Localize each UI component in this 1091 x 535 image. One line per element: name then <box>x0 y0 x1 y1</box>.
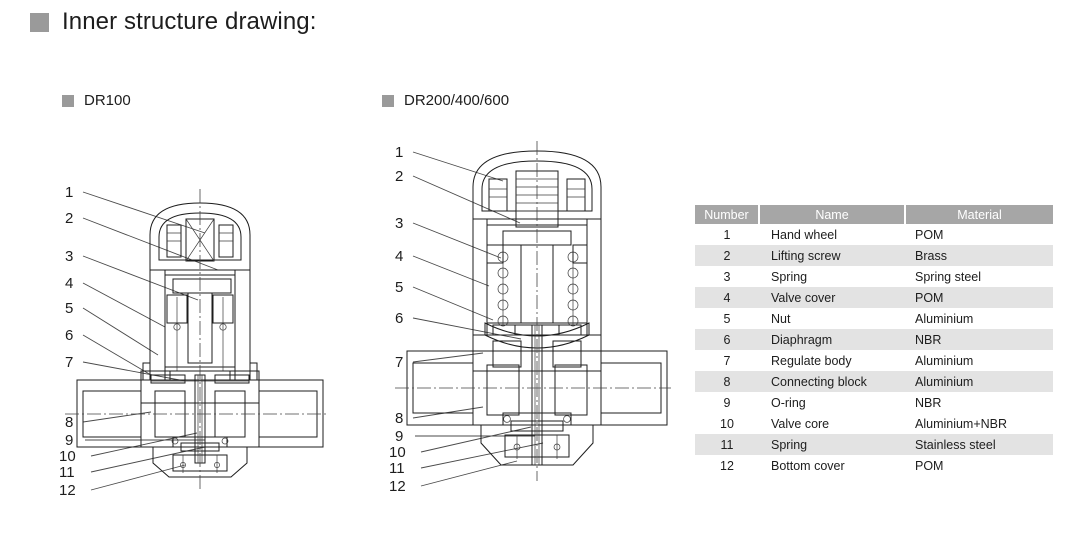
dr200-callout-leaders <box>412 151 544 487</box>
svg-text:9: 9 <box>395 428 403 445</box>
cell-number: 12 <box>720 458 734 473</box>
cell-name: O-ring <box>771 395 806 410</box>
column-header-name: Name <box>759 205 906 224</box>
cell-number: 5 <box>723 311 731 326</box>
table-row: 12 Bottom cover POM <box>695 455 1053 476</box>
parts-table-header: Number Name Material <box>695 205 1053 224</box>
section-title-dr100-text: DR100 <box>84 92 131 109</box>
cell-number: 4 <box>695 287 759 308</box>
cell-material: Brass <box>905 245 1053 266</box>
table-row: 3 Spring Spring steel <box>695 266 1053 287</box>
cell-material: NBR <box>905 329 1053 350</box>
dr100-body-geometry <box>65 189 327 491</box>
svg-text:10: 10 <box>59 448 76 465</box>
cell-number: 7 <box>723 353 731 368</box>
svg-text:7: 7 <box>65 354 73 371</box>
cell-material: POM <box>905 287 1053 308</box>
cell-name: Valve core <box>771 416 830 431</box>
table-row: 7 Regulate body Aluminium <box>695 350 1053 371</box>
cell-name: Hand wheel <box>771 227 838 242</box>
svg-text:6: 6 <box>395 310 403 327</box>
svg-text:8: 8 <box>65 414 73 431</box>
dr200-callout-numbers: 1 2 3 4 5 6 7 8 9 10 11 12 <box>389 144 406 495</box>
dr200-body-geometry <box>395 141 671 481</box>
svg-text:12: 12 <box>389 478 406 495</box>
section-title-dr200: DR200/400/600 <box>382 93 509 108</box>
column-header-material: Material <box>905 205 1053 224</box>
cell-material: Stainless steel <box>905 434 1053 455</box>
svg-text:8: 8 <box>395 410 403 427</box>
dr100-callout-numbers: 1 2 3 4 5 6 7 8 9 10 11 12 <box>59 184 76 499</box>
cell-name: Connecting block <box>759 371 905 392</box>
cell-number: 1 <box>723 227 731 242</box>
page-title-text: Inner structure drawing: <box>62 8 317 35</box>
svg-text:6: 6 <box>65 327 73 344</box>
svg-text:7: 7 <box>395 354 403 371</box>
cell-material: POM <box>915 227 944 242</box>
svg-text:1: 1 <box>65 184 73 201</box>
cell-material: Aluminium <box>915 353 974 368</box>
cell-material: NBR <box>915 395 942 410</box>
parts-table: Number Name Material 1 Hand wheel POM 2 … <box>695 205 1053 476</box>
svg-text:1: 1 <box>395 144 403 161</box>
svg-text:5: 5 <box>395 279 403 296</box>
svg-text:3: 3 <box>65 248 73 265</box>
table-row: 2 Lifting screw Brass <box>695 245 1053 266</box>
square-bullet-icon <box>62 94 74 107</box>
svg-text:4: 4 <box>65 275 73 292</box>
section-title-dr100: DR100 <box>62 93 131 108</box>
table-row: 8 Connecting block Aluminium <box>695 371 1053 392</box>
table-header-row: Number Name Material <box>695 205 1053 224</box>
svg-text:5: 5 <box>65 300 73 317</box>
svg-text:9: 9 <box>65 432 73 449</box>
table-row: 9 O-ring NBR <box>695 392 1053 413</box>
section-title-dr200-text: DR200/400/600 <box>404 92 510 109</box>
svg-text:11: 11 <box>59 464 75 481</box>
table-row: 6 Diaphragm NBR <box>695 329 1053 350</box>
table-row: 4 Valve cover POM <box>695 287 1053 308</box>
cell-material: POM <box>915 458 944 473</box>
square-bullet-icon <box>382 94 394 107</box>
table-row: 11 Spring Stainless steel <box>695 434 1053 455</box>
svg-text:4: 4 <box>395 248 403 265</box>
svg-text:2: 2 <box>395 168 403 185</box>
column-header-number: Number <box>695 205 760 224</box>
square-bullet-icon <box>30 12 49 32</box>
cell-name: Spring <box>759 434 905 455</box>
cell-material: Spring steel <box>915 269 982 284</box>
technical-drawing-dr200: 1 2 3 4 5 6 7 8 9 10 11 12 <box>385 135 675 510</box>
cell-number: 2 <box>695 245 759 266</box>
svg-text:12: 12 <box>59 482 76 499</box>
cell-number: 6 <box>695 329 759 350</box>
cell-number: 11 <box>695 434 759 455</box>
cell-name: Nut <box>771 311 791 326</box>
cell-material: Aluminium <box>905 371 1053 392</box>
cell-material: Aluminium+NBR <box>915 416 1008 431</box>
cell-number: 10 <box>720 416 734 431</box>
svg-text:10: 10 <box>389 444 406 461</box>
cell-number: 9 <box>723 395 731 410</box>
technical-drawing-dr100: 1 2 3 4 5 6 7 8 9 10 11 12 <box>55 175 335 510</box>
cell-name: Valve cover <box>759 287 905 308</box>
cell-material: Aluminium <box>915 311 974 326</box>
table-row: 10 Valve core Aluminium+NBR <box>695 413 1053 434</box>
cell-name: Diaphragm <box>759 329 905 350</box>
cell-number: 3 <box>723 269 731 284</box>
parts-table-body: 1 Hand wheel POM 2 Lifting screw Brass 3… <box>695 224 1053 476</box>
table-row: 1 Hand wheel POM <box>695 224 1053 245</box>
cell-name: Spring <box>771 269 808 284</box>
cell-name: Bottom cover <box>771 458 845 473</box>
table-row: 5 Nut Aluminium <box>695 308 1053 329</box>
svg-text:11: 11 <box>389 460 405 477</box>
page-title: Inner structure drawing: <box>30 10 317 34</box>
svg-text:3: 3 <box>395 215 403 232</box>
svg-text:2: 2 <box>65 210 73 227</box>
cell-number: 8 <box>695 371 759 392</box>
cell-name: Lifting screw <box>759 245 905 266</box>
cell-name: Regulate body <box>771 353 852 368</box>
